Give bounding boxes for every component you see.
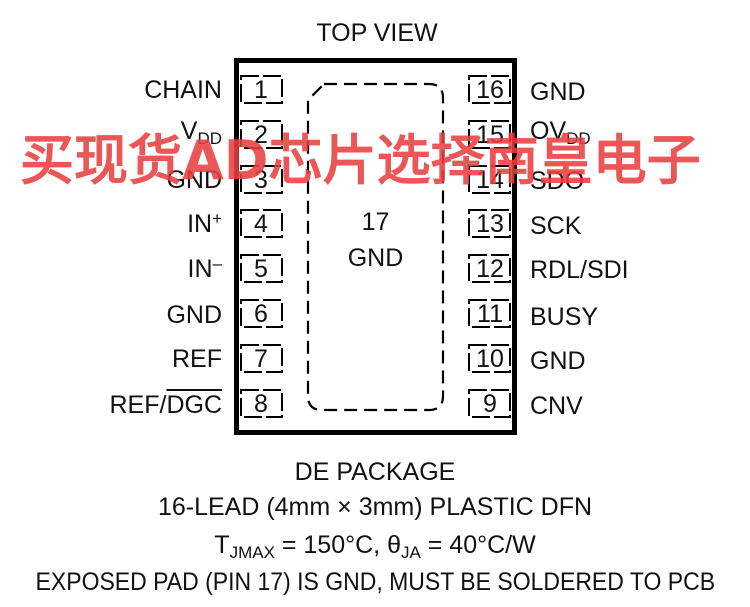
pin-10-label: GND xyxy=(530,346,586,376)
pin-15-label: OVDD xyxy=(530,116,591,149)
pin-10-number: 10 xyxy=(476,345,504,373)
tjmax-value: = 150°C, xyxy=(274,531,388,559)
pin-2-label: VDD xyxy=(180,116,222,149)
pin-11-label: BUSY xyxy=(530,302,598,332)
pin-3-label: GND xyxy=(166,165,222,195)
pin-14-name: SDO xyxy=(530,167,585,195)
tjmax-subscript: JMAX xyxy=(229,543,275,563)
pin-16-name: GND xyxy=(530,78,586,106)
left-pads xyxy=(240,75,283,418)
pin-1-label: CHAIN xyxy=(144,75,222,105)
watermark-text: 买现货AD芯片选择南皇电子 xyxy=(20,129,701,192)
pin-3-number: 3 xyxy=(254,166,268,194)
pin-10-pad xyxy=(468,344,511,373)
right-pads xyxy=(468,75,511,418)
pin-12-number: 12 xyxy=(476,255,504,283)
pin-2-name: V xyxy=(180,117,198,145)
pin-1-number: 1 xyxy=(254,76,268,104)
theta-value: = 40°C/W xyxy=(420,531,536,559)
pin-11-name: BUSY xyxy=(530,303,599,331)
pin-6-number: 6 xyxy=(254,300,268,328)
pin-10-name: GND xyxy=(530,347,586,375)
pin-8-name: REF/ xyxy=(109,391,167,419)
pin-2-number: 2 xyxy=(254,121,268,149)
thermal-spec: TJMAX = 150°C, θJA = 40°C/W xyxy=(0,530,750,563)
pin-11-pad xyxy=(468,299,511,328)
pin-16-pad xyxy=(468,75,511,104)
pin-5-superscript: – xyxy=(212,254,222,274)
pin-16-number: 16 xyxy=(476,76,504,104)
pin-12-pad xyxy=(468,254,511,283)
pin-8-pad xyxy=(240,389,283,418)
theta-subscript: JA xyxy=(400,543,421,563)
exposed-pad-note-line: EXPOSED PAD (PIN 17) IS GND, MUST BE SOL… xyxy=(0,567,750,597)
pin-6-name: GND xyxy=(166,301,222,329)
pin-4-label: IN+ xyxy=(187,209,222,239)
theta-symbol: θ xyxy=(387,531,401,559)
pin-11-number: 11 xyxy=(477,300,503,328)
pin-16-label: GND xyxy=(530,77,586,107)
pin-7-name: REF xyxy=(172,345,222,373)
pin-14-number: 14 xyxy=(476,166,504,194)
pin-9-label: CNV xyxy=(530,391,583,421)
pin-4-number: 4 xyxy=(254,210,268,238)
pin-8-overlined: DGC xyxy=(166,391,222,419)
pin-13-pad xyxy=(468,209,511,238)
pin-9-name: CNV xyxy=(530,392,583,420)
pin-7-label: REF xyxy=(172,344,222,374)
pin-9-number: 9 xyxy=(483,390,497,418)
pin-4-pad xyxy=(240,209,283,238)
pin-15-subscript: DD xyxy=(566,129,591,149)
pin-5-number: 5 xyxy=(254,255,268,283)
pin-12-label: RDL/SDI xyxy=(530,255,629,285)
pin-8-label: REF/DGC xyxy=(109,390,222,420)
package-name: DE PACKAGE xyxy=(294,458,456,486)
pin-4-superscript: + xyxy=(212,209,222,229)
package-outline xyxy=(234,58,517,435)
pin-5-label: IN– xyxy=(188,254,222,284)
package-description: 16-LEAD (4mm × 3mm) PLASTIC DFN xyxy=(157,493,593,521)
pin-4-name: IN xyxy=(187,210,213,238)
pin-1-pad xyxy=(240,75,283,104)
pin-2-subscript: DD xyxy=(197,129,222,149)
pin-2-pad xyxy=(240,120,283,149)
pin-9-pad xyxy=(468,389,511,418)
tjmax-symbol: T xyxy=(214,531,230,559)
pin-14-pad xyxy=(468,165,511,194)
pin-14-label: SDO xyxy=(530,166,584,196)
pin-13-name: SCK xyxy=(530,212,582,240)
exposed-pad-outline xyxy=(306,82,445,412)
pin-8-number: 8 xyxy=(254,390,268,418)
exposed-pad-label: GND xyxy=(347,244,404,272)
pin-6-label: GND xyxy=(166,300,222,330)
pin-5-name: IN xyxy=(187,255,213,283)
pin-15-pad xyxy=(468,120,511,149)
pin-3-pad xyxy=(240,165,283,194)
pin-1-name: CHAIN xyxy=(144,76,222,104)
pin-13-label: SCK xyxy=(530,211,581,241)
pin-3-name: GND xyxy=(166,166,222,194)
pin-7-number: 7 xyxy=(254,345,268,373)
exposed-pad-number: 17 xyxy=(361,208,390,236)
pin-15-name: OV xyxy=(530,117,567,145)
pin-6-pad xyxy=(240,299,283,328)
view-title: TOP VIEW xyxy=(316,19,438,47)
pin-7-pad xyxy=(240,344,283,373)
pin-13-number: 13 xyxy=(476,210,504,238)
pin-15-number: 15 xyxy=(476,121,504,149)
pin-12-name: RDL/SDI xyxy=(530,256,629,284)
pin-5-pad xyxy=(240,254,283,283)
exposed-pad-note: EXPOSED PAD (PIN 17) IS GND, MUST BE SOL… xyxy=(35,568,715,596)
